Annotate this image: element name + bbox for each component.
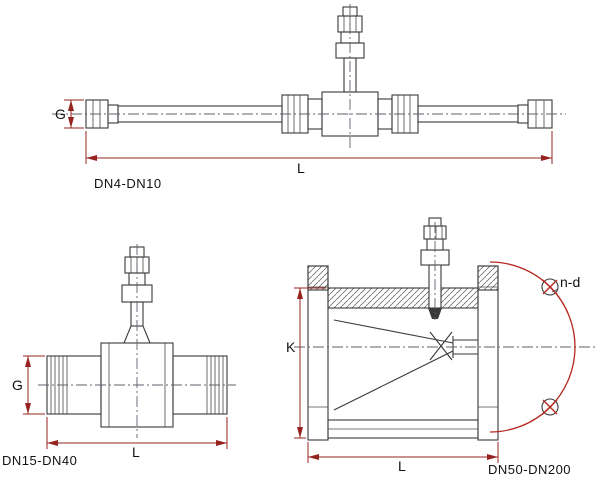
dim-label-k: K xyxy=(286,339,296,355)
turbine-internals xyxy=(333,319,478,411)
dimension-l xyxy=(85,131,553,164)
dim-label-g: G xyxy=(12,377,23,393)
bolt-circle xyxy=(489,261,576,433)
diagram-dn50-dn200: K L n-d DN50-DN200 xyxy=(286,217,597,477)
flanged-body xyxy=(307,265,499,441)
dim-label-l: L xyxy=(132,444,140,460)
dim-label-l: L xyxy=(297,160,305,176)
dim-label-bolt-pattern: n-d xyxy=(560,274,580,290)
dimension-g xyxy=(64,99,84,129)
dimension-g xyxy=(23,355,45,415)
dimension-l xyxy=(307,442,499,463)
dimension-k xyxy=(294,287,326,439)
dimension-l xyxy=(46,417,228,449)
range-label: DN50-DN200 xyxy=(488,462,571,477)
range-label: DN15-DN40 xyxy=(2,453,77,468)
dim-label-g: G xyxy=(55,106,66,122)
diagram-dn4-dn10: G L DN4-DN10 xyxy=(52,4,566,191)
dim-label-l: L xyxy=(398,458,406,474)
diagram-dn15-dn40: G L DN15-DN40 xyxy=(2,244,236,468)
range-label: DN4-DN10 xyxy=(94,176,162,191)
